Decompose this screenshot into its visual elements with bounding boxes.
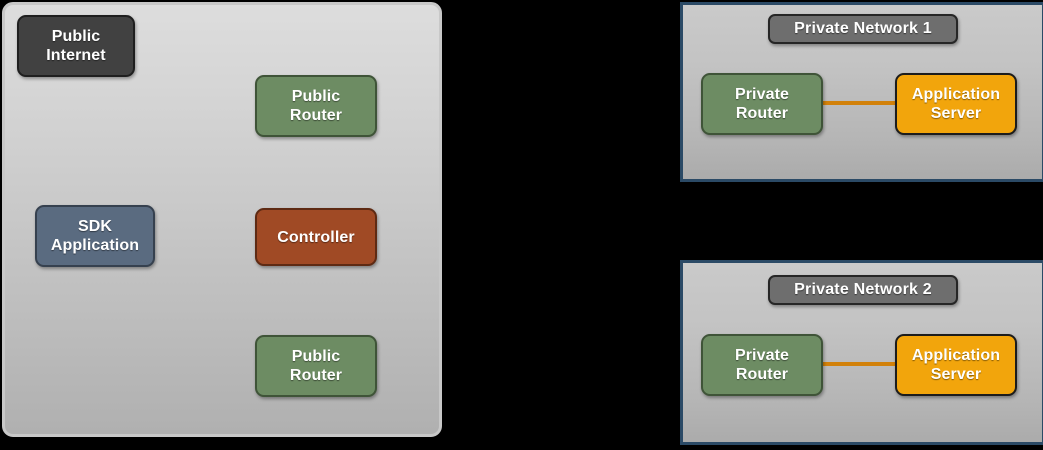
node-sdk-application[interactable]: SDK Application — [35, 205, 155, 267]
private-network-2-title: Private Network 2 — [794, 281, 932, 298]
public-network-panel: Public Internet Public Router SDK Applic… — [2, 2, 442, 437]
node-public-internet[interactable]: Public Internet — [17, 15, 135, 77]
node-application-server-2[interactable]: Application Server — [895, 334, 1017, 396]
private-network-1-title: Private Network 1 — [794, 20, 932, 37]
node-application-server-1[interactable]: Application Server — [895, 73, 1017, 135]
node-public-router-top-label: Public Router — [289, 88, 343, 124]
node-controller-label: Controller — [277, 228, 355, 246]
node-private-router-2-label: Private Router — [734, 347, 790, 383]
node-private-router-2[interactable]: Private Router — [701, 334, 823, 396]
private-network-2-panel: Private Network 2 Private Router Applica… — [680, 260, 1043, 445]
node-sdk-application-label: SDK Application — [50, 218, 140, 254]
node-application-server-2-label: Application Server — [911, 347, 1001, 383]
node-public-router-bottom-label: Public Router — [289, 348, 343, 384]
node-public-router-top[interactable]: Public Router — [255, 75, 377, 137]
private-network-1-panel: Private Network 1 Private Router Applica… — [680, 2, 1043, 182]
private-network-2-title-badge: Private Network 2 — [768, 275, 958, 305]
node-private-router-1-label: Private Router — [734, 86, 790, 122]
link-private-router-2-to-application-server-2 — [817, 362, 901, 366]
link-private-router-1-to-application-server-1 — [817, 101, 901, 105]
node-controller[interactable]: Controller — [255, 208, 377, 266]
node-public-internet-label: Public Internet — [46, 28, 106, 64]
node-private-router-1[interactable]: Private Router — [701, 73, 823, 135]
node-public-router-bottom[interactable]: Public Router — [255, 335, 377, 397]
node-application-server-1-label: Application Server — [911, 86, 1001, 122]
private-network-1-title-badge: Private Network 1 — [768, 14, 958, 44]
